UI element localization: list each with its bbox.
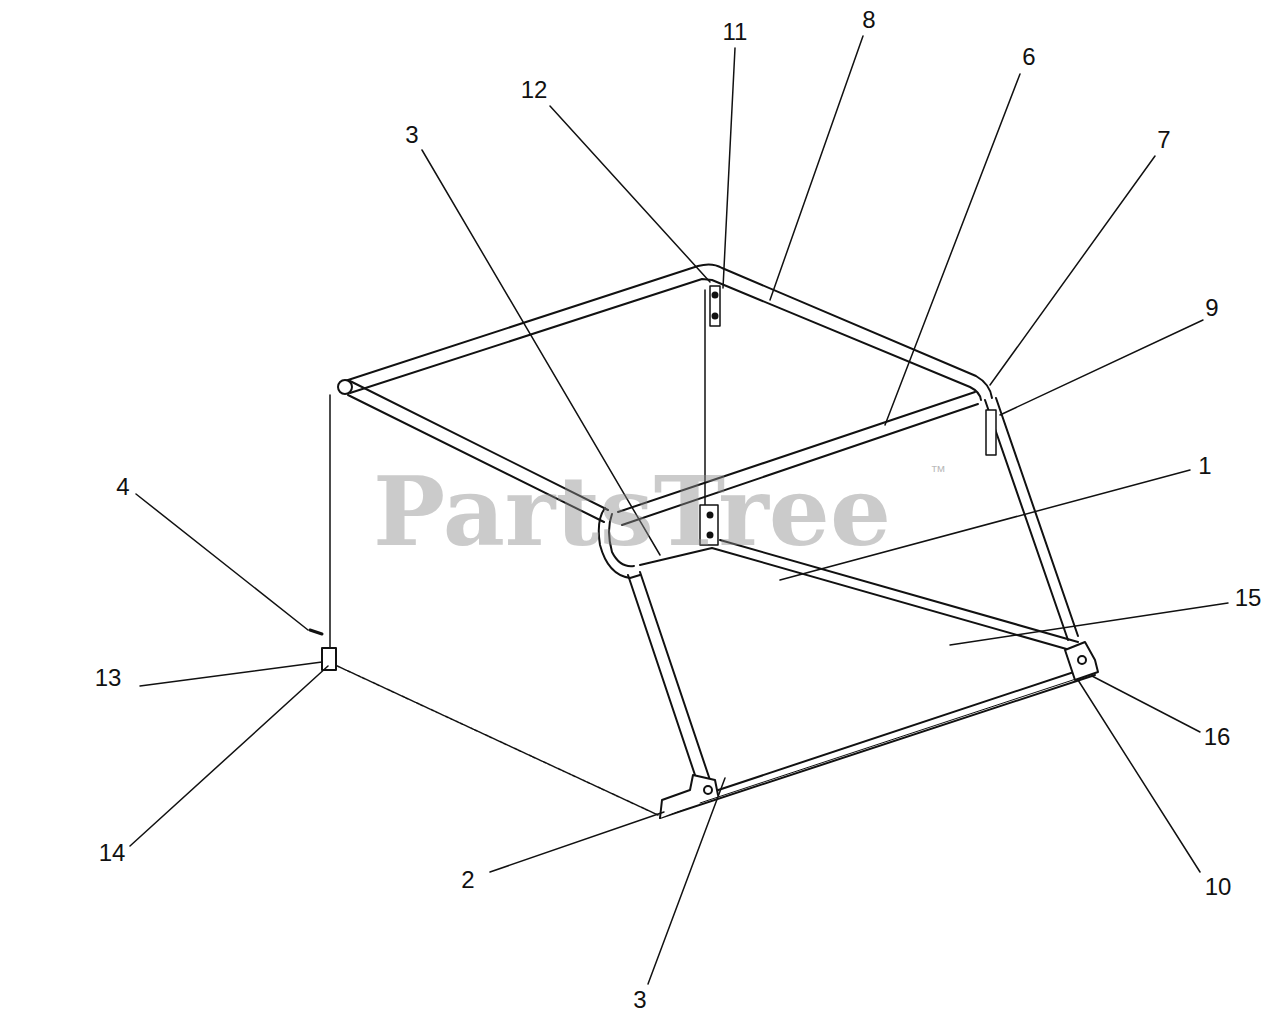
callout-number: 6	[1022, 45, 1035, 69]
callout-number: 15	[1235, 586, 1262, 610]
callout-number: 13	[95, 666, 122, 690]
leader-lines	[130, 36, 1228, 984]
callout-number: 16	[1204, 725, 1231, 749]
callout-number: 1	[1198, 454, 1211, 478]
callout-number: 3	[633, 988, 646, 1012]
watermark-mark: ™	[930, 464, 946, 480]
watermark: PartsTree	[373, 464, 891, 560]
callout-number: 12	[521, 78, 548, 102]
callout-number: 9	[1205, 296, 1218, 320]
callout-number: 2	[461, 868, 474, 892]
callout-number: 4	[116, 475, 129, 499]
frame-illustration	[310, 264, 1098, 818]
callout-number: 10	[1205, 875, 1232, 899]
callout-number: 7	[1157, 128, 1170, 152]
callout-number: 8	[862, 8, 875, 32]
callout-number: 3	[405, 123, 418, 147]
callout-number: 14	[99, 841, 126, 865]
callout-number: 11	[723, 20, 748, 44]
